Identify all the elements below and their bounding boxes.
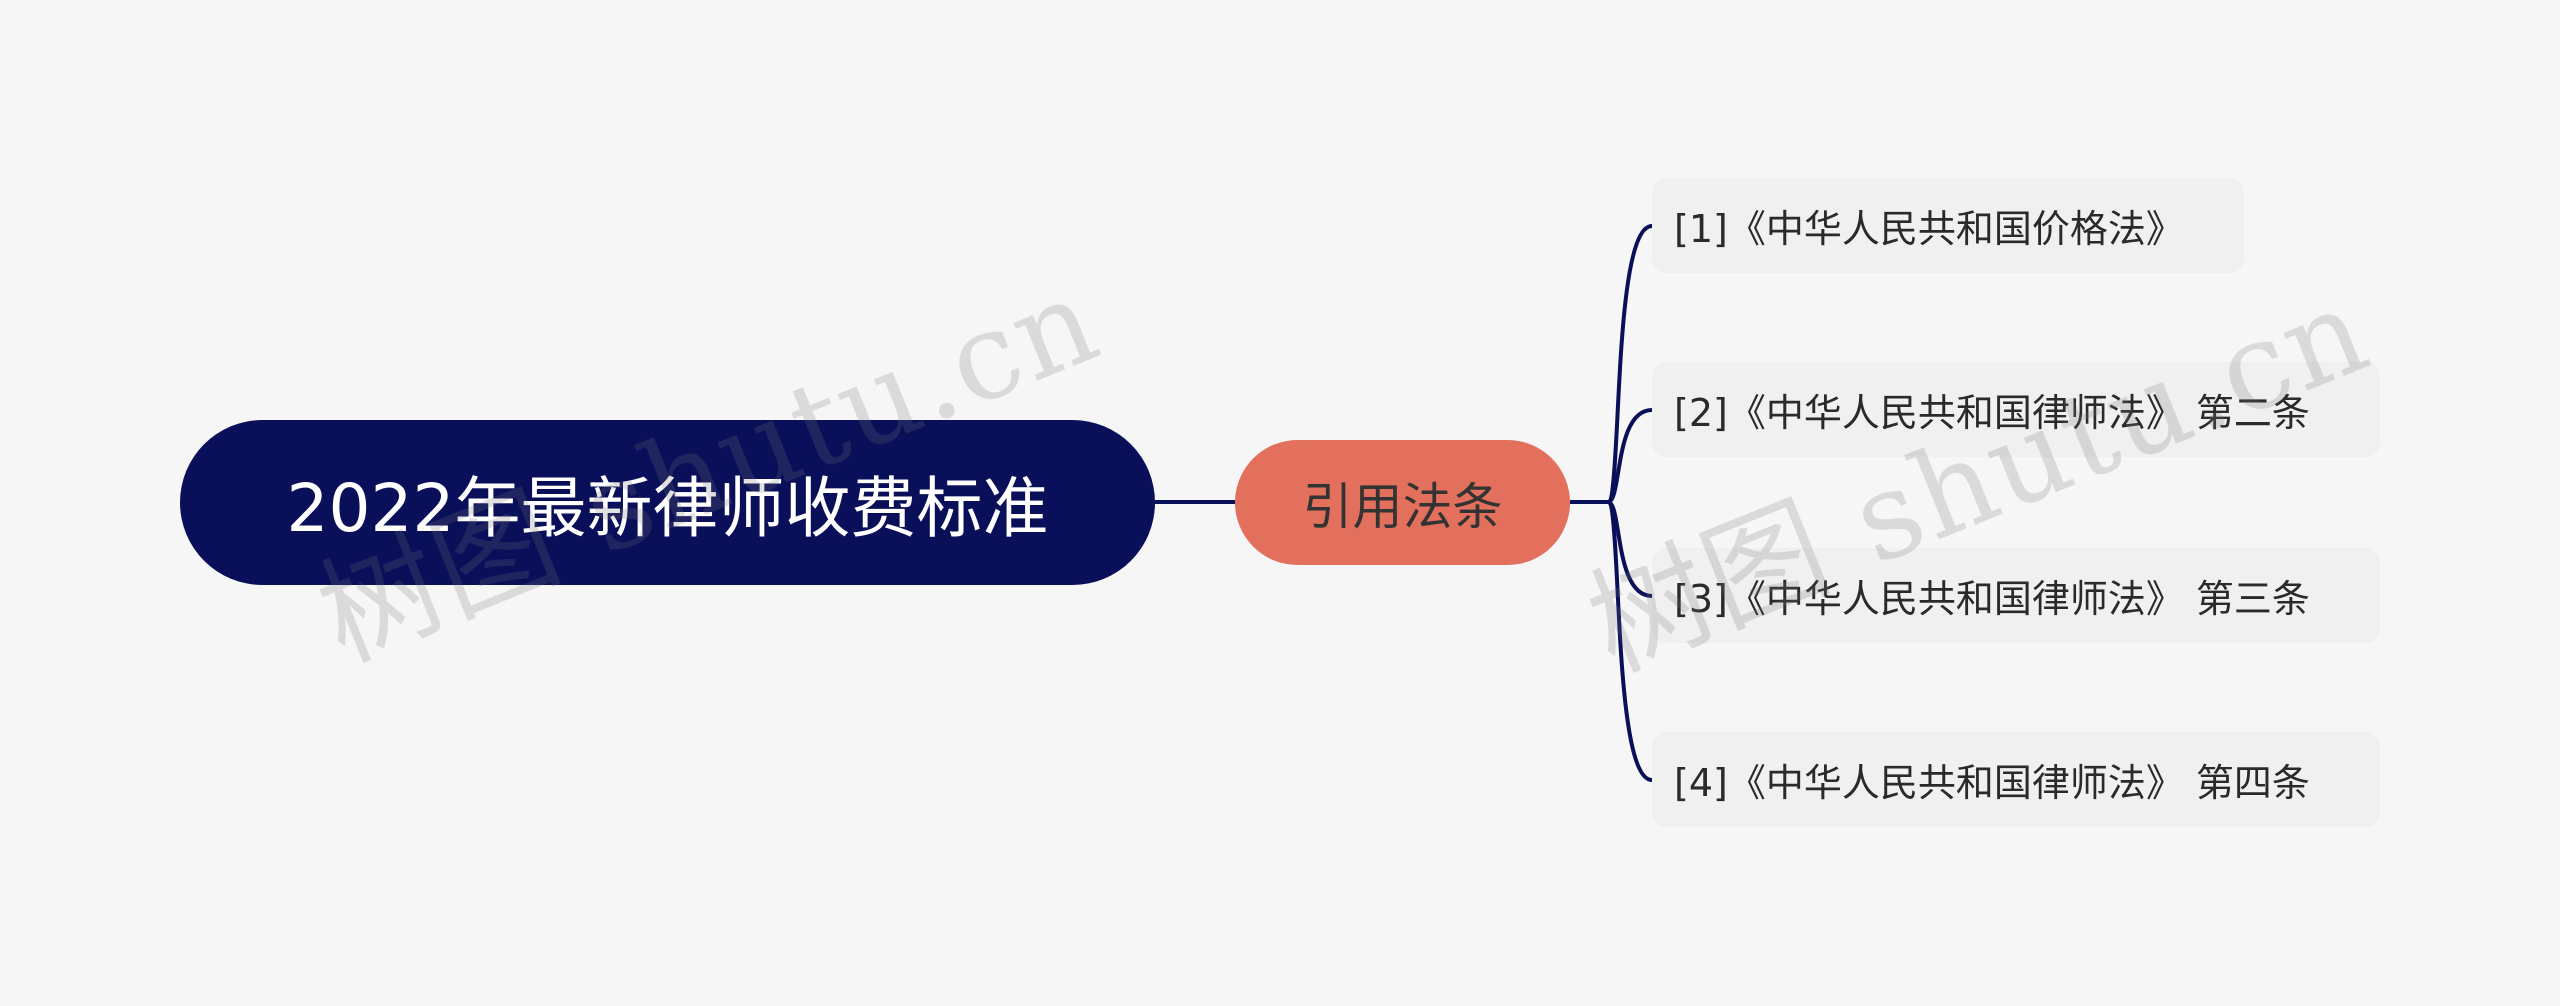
branch-node[interactable]: 引用法条 (1235, 440, 1570, 565)
leaf-node-label: [4]《中华人民共和国律师法》 第四条 (1674, 761, 2310, 805)
root-node-label: 2022年最新律师收费标准 (286, 469, 1049, 547)
leaf-node-label: [1]《中华人民共和国价格法》 (1674, 207, 2184, 251)
root-node[interactable]: 2022年最新律师收费标准 (180, 420, 1155, 585)
leaf-node-1[interactable]: [1]《中华人民共和国价格法》 (1652, 178, 2244, 273)
leaf-node-2[interactable]: [2]《中华人民共和国律师法》 第二条 (1652, 362, 2380, 457)
connector-branch-to-leaf-1 (1606, 224, 1653, 504)
leaf-node-4[interactable]: [4]《中华人民共和国律师法》 第四条 (1652, 732, 2380, 827)
connector-branch-to-leaf-4 (1606, 500, 1653, 782)
connector-branch-to-leaf-2 (1607, 408, 1653, 504)
leaf-node-label: [2]《中华人民共和国律师法》 第二条 (1674, 391, 2310, 435)
leaf-node-label: [3]《中华人民共和国律师法》 第三条 (1674, 577, 2310, 621)
leaf-node-3[interactable]: [3]《中华人民共和国律师法》 第三条 (1652, 548, 2380, 643)
branch-node-label: 引用法条 (1302, 477, 1503, 536)
